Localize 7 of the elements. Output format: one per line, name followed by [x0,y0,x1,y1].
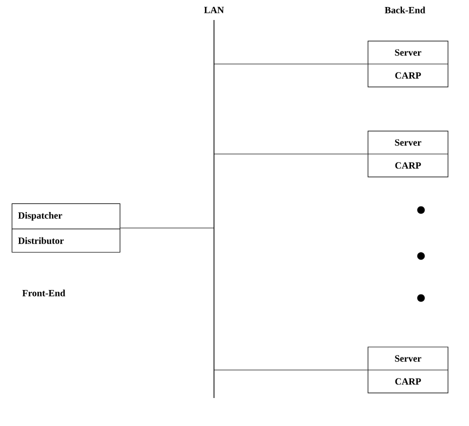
component-box: Server CARP [368,346,448,394]
component-box: Server CARP [368,130,448,178]
component-box: Dispatcher Distributor [12,203,120,253]
group-label: Back-End [384,6,426,14]
bus-label: LAN [204,6,224,14]
component-box: Server CARP [368,40,448,88]
group-label: Front-End [22,290,66,296]
